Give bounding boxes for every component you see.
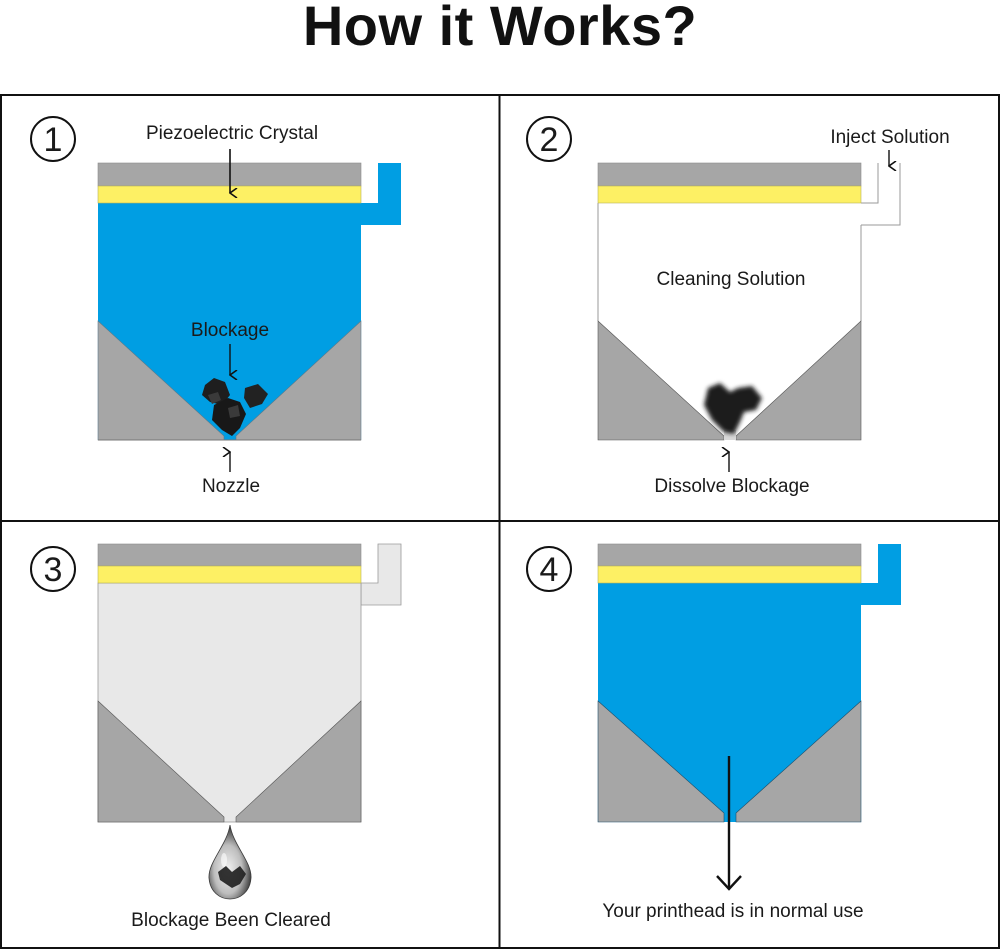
housing-left-wedge — [97, 700, 225, 823]
inlet-pipe-outer-outline — [861, 163, 901, 226]
label-piezoelectric-crystal: Piezoelectric Crystal — [146, 123, 318, 144]
step-circle-icon — [30, 116, 76, 162]
panel-step-3: 3 Blockage Been Cleared — [30, 543, 402, 931]
panel-step-2: 2 Inject Solution Cleaning Solution Diss… — [526, 116, 950, 497]
blockage-rock — [202, 378, 230, 405]
piezoelectric-crystal — [97, 565, 362, 584]
blockage-particles — [202, 378, 268, 436]
housing-left-wedge — [597, 700, 725, 823]
ink-inlet-pipe — [98, 163, 401, 225]
step-number: 2 — [540, 121, 559, 159]
label-blockage: Blockage — [191, 320, 269, 341]
housing-top — [97, 543, 362, 567]
arrow-head — [716, 875, 742, 891]
panel-grid — [0, 94, 1000, 949]
label-dissolve-blockage: Dissolve Blockage — [654, 476, 809, 497]
panel-step-4: 4 Your printhead is in normal use — [526, 543, 901, 922]
step-number: 3 — [44, 551, 63, 589]
label-normal-use: Your printhead is in normal use — [602, 901, 863, 922]
housing-right-wedge — [235, 700, 362, 823]
step-number-badge: 3 — [30, 546, 76, 592]
droplet-with-blockage-icon — [208, 824, 252, 900]
solution-inlet-pipe — [360, 543, 402, 606]
step-circle-icon — [30, 546, 76, 592]
housing-right-wedge — [735, 700, 862, 823]
panel-step-1: 1 Piezoelectric Crystal Blockage Nozzle — [30, 116, 401, 497]
ink-inlet-pipe — [861, 544, 901, 605]
piezoelectric-crystal — [597, 185, 862, 204]
label-nozzle: Nozzle — [202, 476, 260, 497]
housing-top — [597, 162, 862, 187]
step-number: 4 — [540, 551, 559, 589]
page-title: How it Works? — [302, 0, 698, 57]
step-number: 1 — [44, 121, 63, 159]
blockage-rock-highlight — [228, 405, 240, 418]
housing-top — [597, 543, 862, 567]
inlet-pipe-inner-outline — [861, 163, 879, 204]
label-cleaning-solution: Cleaning Solution — [657, 269, 806, 290]
step-circle-icon — [526, 116, 572, 162]
label-inject-solution: Inject Solution — [830, 127, 949, 148]
housing-right-wedge — [735, 320, 862, 441]
blockage-rock-highlight — [208, 392, 221, 404]
blockage-rock — [244, 384, 268, 408]
step-number-badge: 1 — [30, 116, 76, 162]
piezoelectric-crystal — [597, 565, 862, 584]
housing-left-wedge — [597, 320, 725, 441]
dissolving-blockage — [704, 383, 762, 434]
step-circle-icon — [526, 546, 572, 592]
label-blockage-cleared: Blockage Been Cleared — [131, 910, 331, 931]
nozzle-opening — [724, 430, 736, 440]
step-number-badge: 4 — [526, 546, 572, 592]
step-number-badge: 2 — [526, 116, 572, 162]
